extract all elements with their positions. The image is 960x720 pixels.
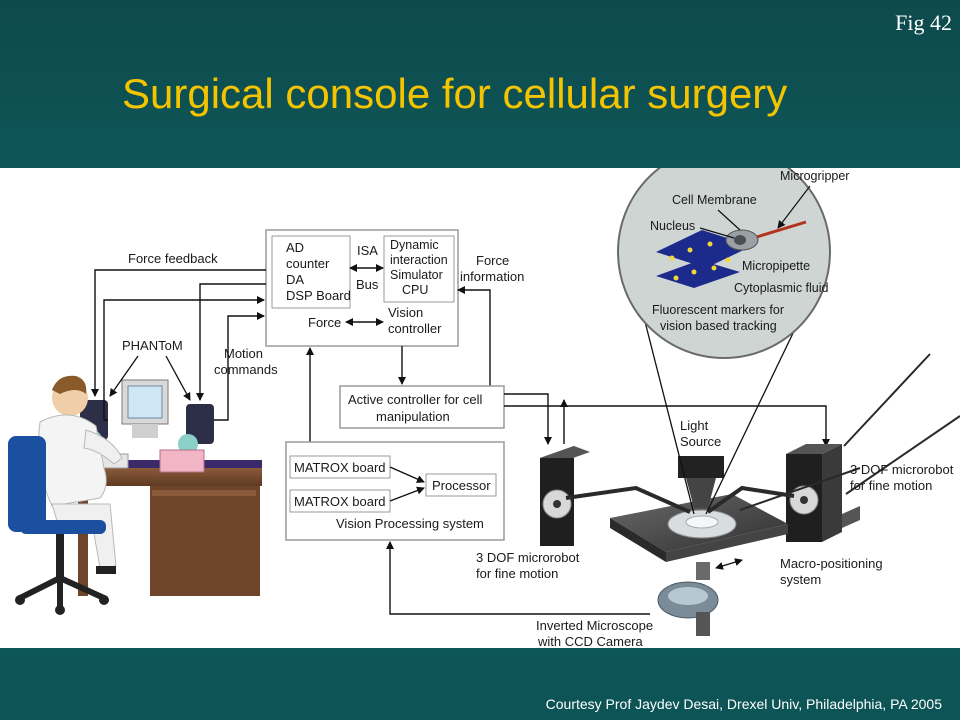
slide-title: Surgical console for cellular surgery xyxy=(122,70,788,117)
credit-line: Courtesy Prof Jaydev Desai, Drexel Univ,… xyxy=(545,696,942,712)
active-controller-label-2: manipulation xyxy=(376,409,450,424)
active-controller-label-1: Active controller for cell xyxy=(348,392,482,407)
bus-label: Bus xyxy=(356,277,379,292)
cell-membrane-label: Cell Membrane xyxy=(672,193,757,207)
sim-label-3: Simulator xyxy=(390,268,443,282)
magnified-cell-view xyxy=(617,168,831,359)
daq-board-box xyxy=(271,235,351,309)
microrobot-left-label-2: for fine motion xyxy=(476,566,558,581)
simulator-box xyxy=(383,235,455,303)
motion-commands-label-2: commands xyxy=(214,362,278,377)
diagram-panel: AD counter DA DSP Board Dynamic interact… xyxy=(0,168,960,648)
motion-commands-label-1: Motion xyxy=(224,346,263,361)
cytoplasmic-fluid-label: Cytoplasmic fluid xyxy=(734,281,829,295)
force-feedback-label: Force feedback xyxy=(128,251,218,266)
micropipette-label: Micropipette xyxy=(742,259,810,273)
macro-positioning-label-2: system xyxy=(780,572,821,587)
console-diagram: AD counter DA DSP Board Dynamic interact… xyxy=(8,168,960,648)
vision-processing-label: Vision Processing system xyxy=(336,516,484,531)
force-information-label-1: Force xyxy=(476,253,509,268)
phantom-label: PHANToM xyxy=(122,338,183,353)
fluorescent-markers-label-1: Fluorescent markers for xyxy=(652,303,784,317)
sim-label-4: CPU xyxy=(402,283,428,297)
light-source-label-1: Light xyxy=(680,418,709,433)
daq-label-dsp: DSP Board xyxy=(286,288,351,303)
matrox-board-2-label: MATROX board xyxy=(294,494,386,509)
microgripper-label: Microgripper xyxy=(780,169,849,183)
microrobot-left-label-1: 3 DOF microrobot xyxy=(476,550,580,565)
active-controller-box xyxy=(339,385,505,429)
macro-positioning-label-1: Macro-positioning xyxy=(780,556,883,571)
fluorescent-markers-label-2: vision based tracking xyxy=(660,319,777,333)
vision-controller-label-1: Vision xyxy=(388,305,423,320)
isa-label: ISA xyxy=(357,243,378,258)
microrobot-right-label-1: 3 DOF microrobot xyxy=(850,462,954,477)
sim-label-1: Dynamic xyxy=(390,238,439,252)
sim-label-2: interaction xyxy=(390,253,448,267)
microscope-label-1: Inverted Microscope xyxy=(536,618,653,633)
processor-box xyxy=(425,473,497,497)
processor-label: Processor xyxy=(432,478,491,493)
microscope-label-2: with CCD Camera xyxy=(537,634,644,648)
micromanipulation-detail xyxy=(656,220,807,288)
matrox-board-1-label: MATROX board xyxy=(294,460,386,475)
microscope-setup-illustration xyxy=(540,353,960,636)
light-source-label-2: Source xyxy=(680,434,721,449)
vision-controller-label-2: controller xyxy=(388,321,442,336)
figure-number: Fig 42 xyxy=(895,10,952,35)
daq-label-da: DA xyxy=(286,272,304,287)
daq-label-ad: AD xyxy=(286,240,304,255)
force-label: Force xyxy=(308,315,341,330)
force-information-label-2: information xyxy=(460,269,524,284)
nucleus-label: Nucleus xyxy=(650,219,695,233)
daq-label-counter: counter xyxy=(286,256,330,271)
operator-workstation-illustration xyxy=(8,375,262,615)
microrobot-right-label-2: for fine motion xyxy=(850,478,932,493)
